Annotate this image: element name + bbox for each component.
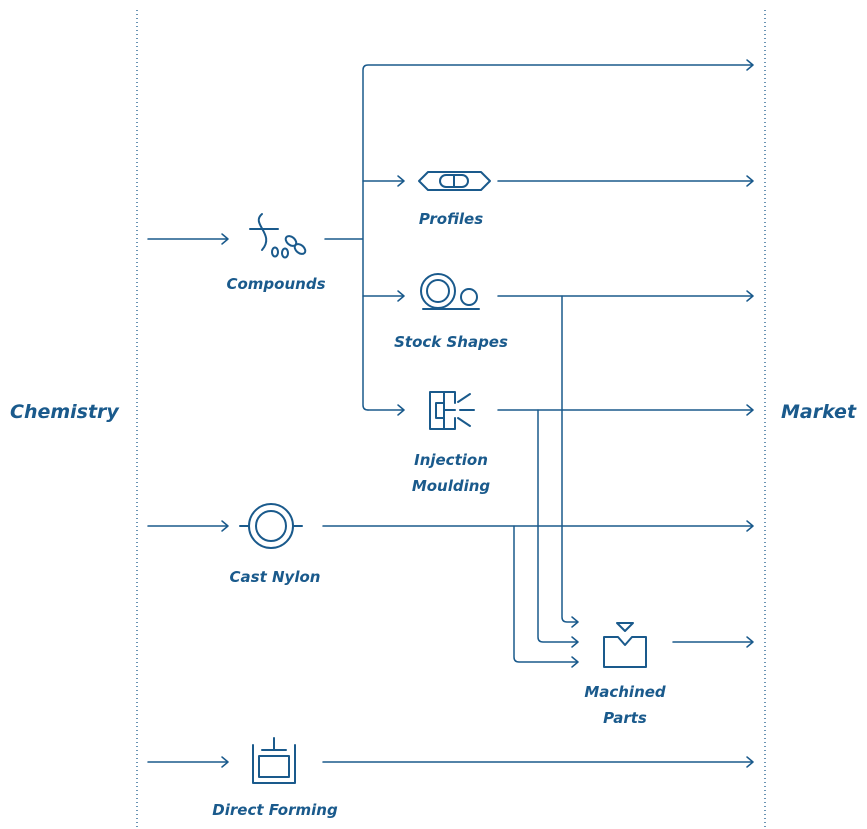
injection-moulding-label-line2: Moulding (412, 477, 491, 495)
arrow-stock-to-market (497, 290, 754, 302)
arrow-profiles-to-market (497, 175, 754, 187)
chemistry-label: Chemistry (10, 401, 120, 423)
arrow-injection-to-market (497, 404, 754, 416)
arrow-to-injection (367, 404, 405, 416)
arrow-chemistry-to-cast (147, 520, 229, 532)
machining-icon (603, 622, 647, 668)
compounds-label: Compounds (226, 275, 325, 293)
arrow-chemistry-to-compounds (147, 233, 229, 245)
injection-moulding-label-line1: Injection (414, 451, 488, 469)
arrow-injection-to-machined (537, 409, 579, 648)
arrow-stock-to-machined (561, 295, 579, 628)
cast-nylon-label: Cast Nylon (230, 568, 321, 586)
machined-parts-label-line2: Parts (603, 709, 647, 727)
arrow-chemistry-to-direct (147, 756, 229, 768)
arrow-machined-to-market (672, 636, 754, 648)
compounds-pellets-icon (249, 213, 307, 259)
compounds-trunk (324, 59, 754, 411)
arrow-to-stock-shapes (362, 290, 405, 302)
stock-shapes-rod-icon (420, 273, 480, 310)
arrow-cast-to-machined (513, 525, 579, 668)
machined-parts-label-line1: Machined (584, 683, 666, 701)
direct-forming-label: Direct Forming (212, 801, 338, 819)
arrow-to-profiles (362, 175, 405, 187)
market-label: Market (781, 401, 857, 423)
flow-connectors (147, 59, 754, 768)
profiles-label: Profiles (419, 210, 483, 228)
arrow-direct-to-market (322, 756, 754, 768)
stock-shapes-label: Stock Shapes (394, 333, 508, 351)
forming-press-icon (252, 737, 296, 784)
injection-mould-icon (429, 391, 475, 430)
profile-extrusion-icon (418, 171, 491, 191)
cast-ring-icon (239, 503, 303, 549)
